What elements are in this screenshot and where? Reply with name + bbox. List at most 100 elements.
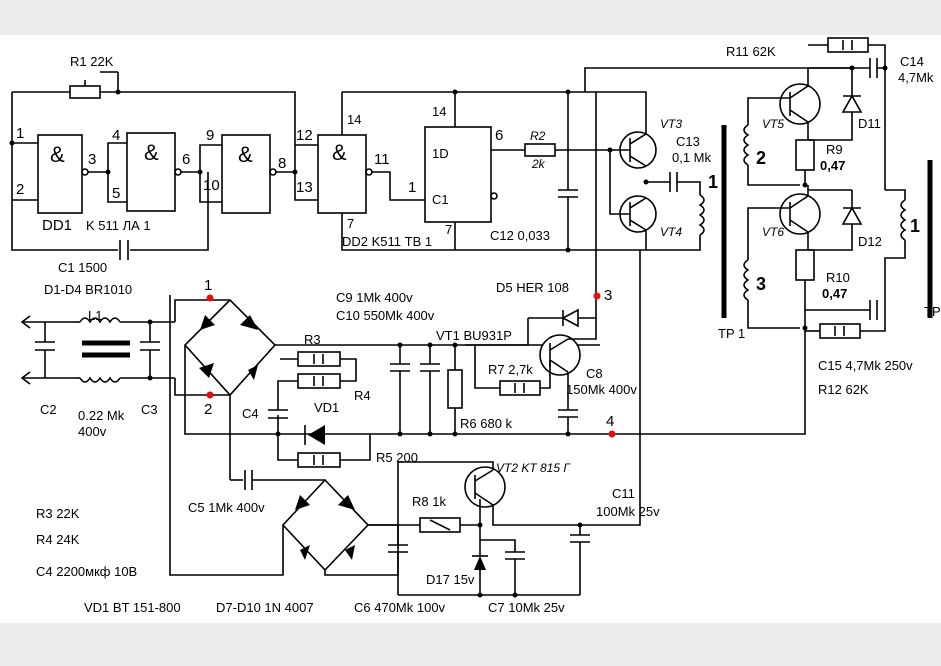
choke-l1 bbox=[75, 317, 175, 383]
diode-d11 bbox=[808, 92, 863, 141]
label-c13: C13 bbox=[676, 134, 700, 149]
node-3-label: 3 bbox=[604, 287, 612, 304]
label-pin14a: 14 bbox=[347, 112, 361, 127]
flipflop-dd2 bbox=[424, 126, 498, 223]
label-tp1: TP 1 bbox=[718, 326, 745, 341]
label-pin1d: 1D bbox=[432, 146, 449, 161]
node-4-marker bbox=[608, 430, 616, 438]
svg-text:&: & bbox=[238, 142, 253, 167]
resistor-r6 bbox=[447, 369, 463, 409]
node-4-label: 4 bbox=[606, 413, 614, 430]
label-r9: R9 bbox=[826, 142, 843, 157]
label-n12: 12 bbox=[296, 127, 313, 144]
label-c2: C2 bbox=[40, 402, 57, 417]
transistor-vt3 bbox=[595, 131, 657, 169]
resistor-r12 bbox=[819, 323, 861, 339]
legend-vd1: VD1 BT 151-800 bbox=[84, 600, 181, 615]
svg-text:&: & bbox=[144, 140, 159, 165]
label-r6: R6 680 k bbox=[460, 416, 513, 431]
winding-1b-label: 1 bbox=[910, 216, 920, 236]
transistor-vt2 bbox=[464, 466, 506, 508]
tp1-winding-3 bbox=[743, 259, 750, 301]
label-r11: R11 62K bbox=[726, 44, 776, 59]
label-dd1: DD1 bbox=[42, 217, 72, 234]
label-c14: C14 bbox=[900, 54, 924, 69]
legend-c4: C4 2200мкф 10B bbox=[36, 564, 137, 579]
label-c2v2: 400v bbox=[78, 424, 107, 439]
label-l1: L1 bbox=[88, 308, 102, 323]
label-r3: R3 bbox=[304, 332, 321, 347]
winding-3-label: 3 bbox=[756, 274, 766, 294]
label-r9v: 0,47 bbox=[820, 158, 845, 173]
label-c6: C6 470Mk 100v bbox=[354, 600, 446, 615]
label-c14v: 4,7Mk bbox=[898, 70, 934, 85]
label-pin1: 1 bbox=[408, 179, 416, 196]
label-c4: C4 bbox=[242, 406, 259, 421]
label-pin14b: 14 bbox=[432, 104, 446, 119]
label-c8v: 150Mk 400v bbox=[566, 382, 637, 397]
label-r4: R4 bbox=[354, 388, 371, 403]
gate-dd2: & bbox=[317, 134, 373, 214]
resistor-r3 bbox=[297, 351, 341, 367]
label-n2: 2 bbox=[16, 181, 24, 198]
label-c11: C11 bbox=[612, 486, 635, 501]
label-k511la1: K 511 ЛА 1 bbox=[86, 218, 151, 233]
label-pin7a: 7 bbox=[347, 216, 354, 231]
label-c2v: 0.22 Mk bbox=[78, 408, 125, 423]
label-c15: C15 4,7Mk 250v bbox=[818, 358, 913, 373]
label-r10: R10 bbox=[826, 270, 850, 285]
bridge-d1-d4 bbox=[183, 298, 277, 397]
node-2-label: 2 bbox=[204, 401, 212, 418]
label-r2v: 2k bbox=[531, 157, 546, 171]
label-pin6: 6 bbox=[495, 127, 503, 144]
label-vt3: VT3 bbox=[660, 117, 682, 131]
label-c8: C8 bbox=[586, 366, 603, 381]
label-d11: D11 bbox=[858, 116, 881, 131]
transistor-vt6 bbox=[779, 193, 821, 235]
label-pinc1: C1 bbox=[432, 192, 449, 207]
resistor-r4 bbox=[297, 373, 341, 389]
gate-dd1-c: & bbox=[221, 134, 277, 214]
label-vd1: VD1 bbox=[314, 400, 339, 415]
logic-wiring bbox=[11, 67, 870, 260]
transistor-vt4 bbox=[609, 150, 657, 233]
label-d12: D12 bbox=[858, 234, 882, 249]
label-r2: R2 bbox=[530, 129, 546, 143]
label-c7: C7 10Mk 25v bbox=[488, 600, 565, 615]
label-n13: 13 bbox=[296, 179, 313, 196]
label-c5: C5 1Mk 400v bbox=[188, 500, 265, 515]
label-d5: D5 HER 108 bbox=[496, 280, 569, 295]
label-c12: C12 0,033 bbox=[490, 228, 550, 243]
label-r1: R1 22K bbox=[70, 54, 114, 69]
node-1-marker bbox=[206, 294, 214, 302]
legend-r3: R3 22K bbox=[36, 506, 80, 521]
label-c9: C9 1Mk 400v bbox=[336, 290, 413, 305]
winding-2-label: 2 bbox=[756, 148, 766, 168]
label-vt2: VT2 KT 815 Г bbox=[496, 461, 571, 475]
label-dd2: DD2 K511 ТВ 1 bbox=[342, 234, 432, 249]
label-vt1: VT1 BU931P bbox=[436, 328, 512, 343]
label-r5: R5 200 bbox=[376, 450, 418, 465]
label-vt4: VT4 bbox=[660, 225, 682, 239]
resistor-r5 bbox=[297, 452, 341, 468]
junction-dots bbox=[9, 65, 888, 598]
label-n3: 3 bbox=[88, 151, 96, 168]
diode-d12 bbox=[808, 189, 863, 251]
label-r8: R8 1k bbox=[412, 494, 446, 509]
label-c11v: 100Mk 25v bbox=[596, 504, 660, 519]
label-n8: 8 bbox=[278, 155, 286, 172]
label-n6: 6 bbox=[182, 151, 190, 168]
node-1-label: 1 bbox=[204, 277, 212, 294]
label-r7: R7 2,7k bbox=[488, 362, 533, 377]
transistor-vt5 bbox=[779, 83, 821, 125]
gate-dd1-b: & bbox=[126, 132, 182, 212]
label-r10v: 0,47 bbox=[822, 286, 847, 301]
svg-text:&: & bbox=[50, 142, 65, 167]
label-n10: 10 bbox=[203, 177, 220, 194]
mains-input bbox=[20, 315, 75, 385]
label-vt6: VT6 bbox=[762, 225, 784, 239]
tp1-primary bbox=[698, 194, 705, 236]
label-c1: C1 1500 bbox=[58, 260, 107, 275]
